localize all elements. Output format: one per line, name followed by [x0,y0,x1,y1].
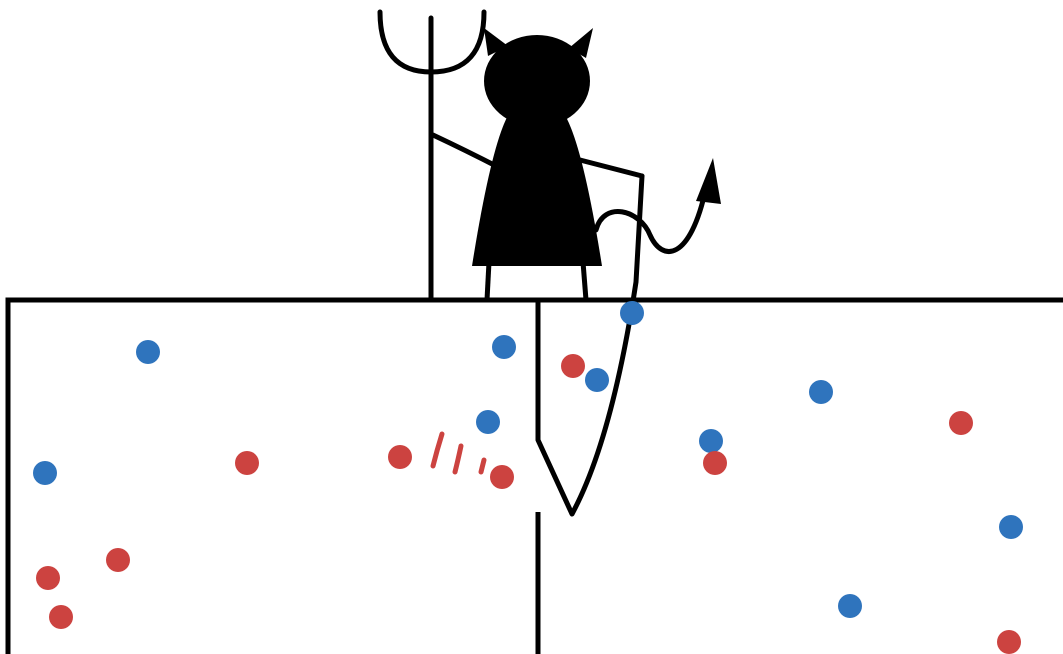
demon-silhouette-icon [380,12,721,300]
red-molecule [235,451,259,475]
motion-streaks [433,434,484,472]
red-molecule [49,605,73,629]
red-molecule [106,548,130,572]
blue-molecule [476,410,500,434]
red-molecule [490,465,514,489]
red-molecule [997,630,1021,654]
blue-molecule [33,461,57,485]
molecules [33,301,1023,654]
red-molecule [949,411,973,435]
left-chamber [8,300,538,654]
blue-molecule [809,380,833,404]
red-molecule [36,566,60,590]
blue-molecule [136,340,160,364]
red-molecule [388,445,412,469]
blue-molecule [999,515,1023,539]
pitchfork-icon [380,12,484,300]
devil-tail-icon [596,158,721,252]
blue-molecule [699,429,723,453]
blue-molecule [620,301,644,325]
blue-molecule [492,335,516,359]
red-molecule [561,354,585,378]
blue-molecule [585,368,609,392]
red-molecule [703,451,727,475]
right-chamber [538,300,1063,654]
blue-molecule [838,594,862,618]
